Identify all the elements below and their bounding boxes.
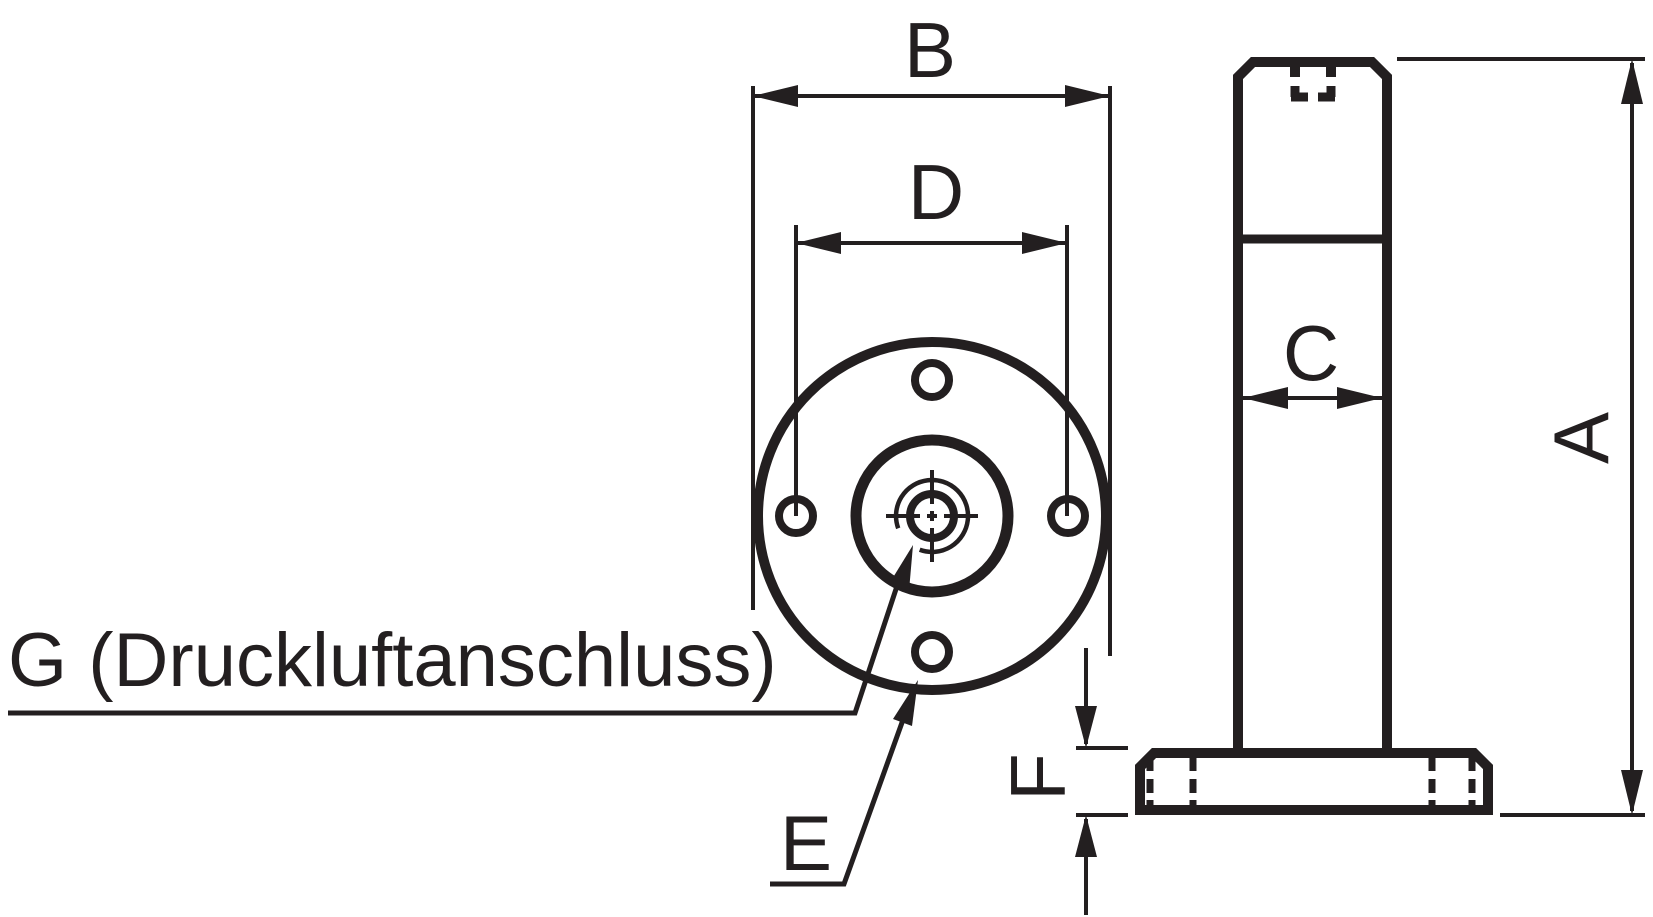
dim-c-label: C [1283, 309, 1339, 397]
dim-a-arrow-bottom [1621, 770, 1643, 815]
bolt-hole-top [911, 359, 953, 401]
body-outline [1233, 57, 1392, 756]
dimension-d: D [794, 148, 1069, 516]
dim-b-arrow-right [1065, 85, 1110, 107]
callout-g: G (Druckluftanschluss) [8, 545, 913, 716]
dim-b-label: B [904, 6, 956, 94]
bolt-hole-bottom [911, 631, 953, 673]
flange-outer-circle [753, 337, 1111, 695]
dim-b-arrow-left [753, 85, 798, 107]
callout-e-arrow [893, 680, 918, 726]
dim-f-arrow-up [1075, 815, 1097, 857]
center-boss-circle [850, 434, 1014, 598]
dim-f-label: F [994, 753, 1082, 801]
side-view [1135, 57, 1493, 815]
dim-c-arrow-right [1337, 387, 1382, 409]
flange-outline [1135, 748, 1493, 815]
callout-g-label: G (Druckluftanschluss) [8, 618, 777, 703]
dim-d-arrow-left [796, 232, 841, 254]
center-crosshair [886, 470, 978, 562]
top-thread-hidden-brackets [1290, 86, 1336, 102]
front-view [753, 337, 1111, 695]
dim-c-arrow-left [1243, 387, 1288, 409]
callout-g-arrow [889, 545, 913, 591]
dimension-c: C [1243, 309, 1382, 409]
callout-g-leader [8, 573, 904, 716]
thread-arc [893, 477, 971, 555]
dim-d-label: D [908, 148, 964, 236]
dimension-b: B [751, 6, 1112, 656]
dimension-f: F [994, 648, 1128, 915]
dimension-a: A [1397, 57, 1645, 817]
dim-d-arrow-right [1022, 232, 1067, 254]
dim-f-ticks [1076, 746, 1128, 817]
dim-b-extension-lines [751, 86, 1112, 656]
dim-a-extension-lines [1397, 57, 1645, 817]
dim-a-arrow-top [1621, 59, 1643, 104]
callout-e-leader [770, 716, 907, 887]
dim-a-label: A [1537, 412, 1625, 464]
top-thread-hidden-lines [1290, 63, 1336, 77]
callout-e-label: E [780, 799, 832, 887]
callout-e: E [770, 680, 918, 887]
dim-d-extension-lines [794, 225, 1069, 516]
dim-f-arrow-down [1075, 706, 1097, 748]
